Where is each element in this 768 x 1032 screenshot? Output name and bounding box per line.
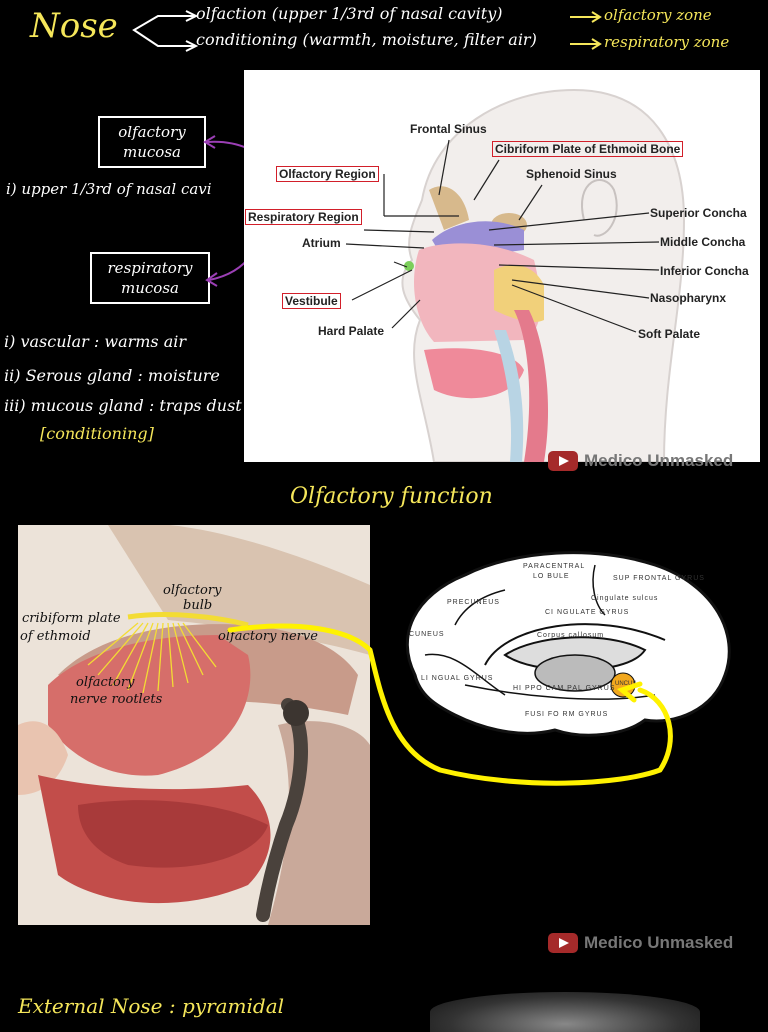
external-nose-image-peek [430,992,700,1032]
footer-external-nose: External Nose : pyramidal [18,994,284,1018]
youtube-icon-2 [548,933,578,953]
watermark-text-2: Medico Unmasked [584,933,733,953]
watermark-bottom: Medico Unmasked [548,933,733,953]
